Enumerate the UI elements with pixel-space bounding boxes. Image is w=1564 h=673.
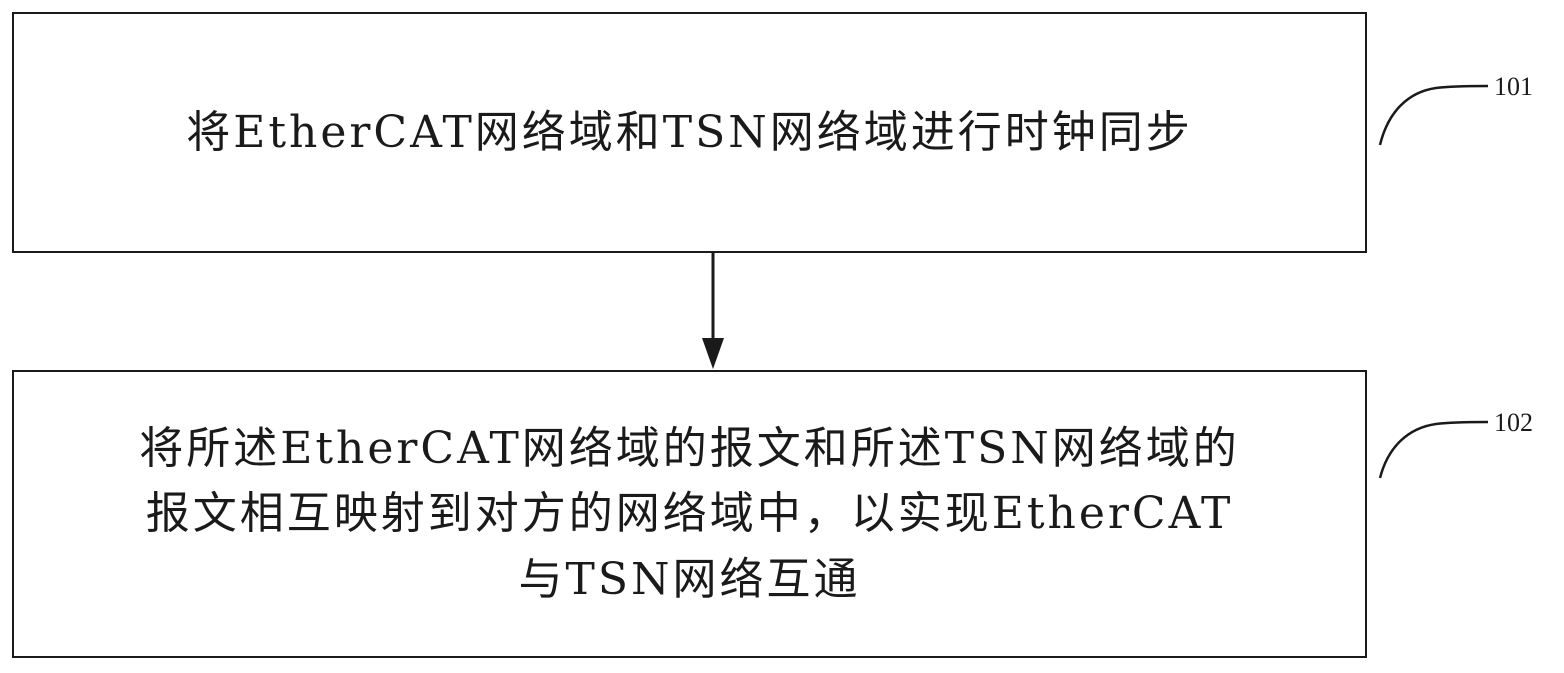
leader-line-101 bbox=[1378, 84, 1489, 146]
step-102-label: 102 bbox=[1494, 408, 1533, 437]
step-102-box: 将所述EtherCAT网络域的报文和所述TSN网络域的 报文相互映射到对方的网络… bbox=[12, 370, 1367, 658]
step-101-text: 将EtherCAT网络域和TSN网络域进行时钟同步 bbox=[186, 106, 1193, 158]
step-102-text-line: 与TSN网络互通 bbox=[518, 553, 861, 605]
step-102-text: 将所述EtherCAT网络域的报文和所述TSN网络域的 报文相互映射到对方的网络… bbox=[14, 416, 1365, 611]
step-102-text-line: 报文相互映射到对方的网络域中，以实现EtherCAT bbox=[145, 488, 1234, 540]
step-101-box: 将EtherCAT网络域和TSN网络域进行时钟同步 bbox=[12, 12, 1367, 253]
flow-arrow-head bbox=[702, 338, 724, 369]
step-102-text-line: 将所述EtherCAT网络域的报文和所述TSN网络域的 bbox=[139, 423, 1240, 475]
leader-line-102 bbox=[1378, 420, 1489, 479]
step-101-label: 101 bbox=[1494, 72, 1533, 101]
